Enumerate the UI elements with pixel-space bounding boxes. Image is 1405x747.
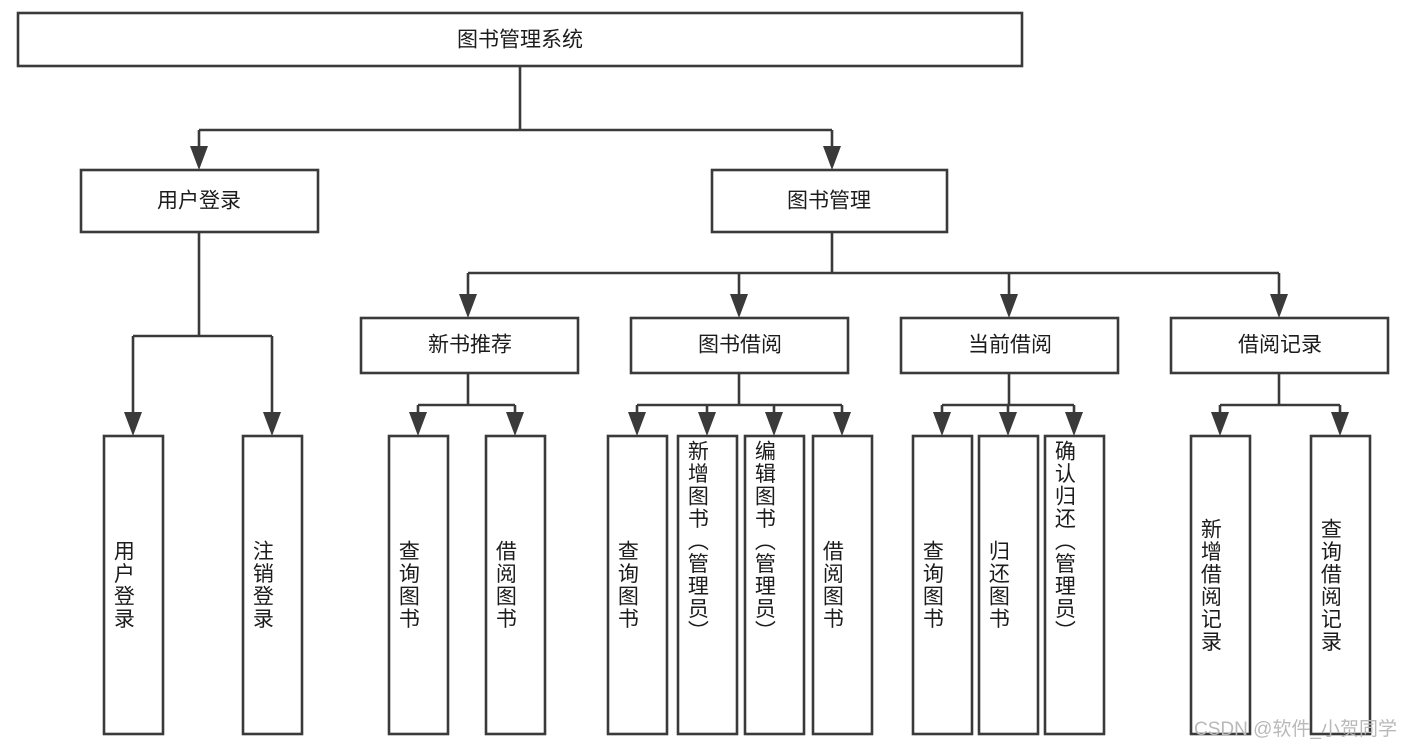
node-root-label: 图书管理系统 bbox=[457, 29, 583, 52]
arrow-head-br-leaf-2 bbox=[1331, 412, 1349, 436]
node-book-borrow-label: 图书借阅 bbox=[698, 334, 782, 357]
node-leaf-logout-box[interactable] bbox=[241, 434, 304, 736]
arrow-head-bb-leaf-2 bbox=[698, 412, 716, 436]
node-borrow-record-box[interactable] bbox=[1169, 316, 1390, 375]
node-leaf-br-query-box[interactable] bbox=[1309, 434, 1372, 736]
node-book-borrow-box[interactable] bbox=[629, 316, 850, 375]
arrow-head-br-leaf-1 bbox=[1211, 412, 1229, 436]
nodes-group: 图书管理系统 用户登录 图书管理 新书推荐 图书借阅 当前借阅 借阅记录 bbox=[16, 11, 1390, 736]
node-leaf-bb-query-box[interactable] bbox=[606, 434, 669, 736]
arrow-head-new-book bbox=[459, 294, 477, 318]
arrow-head-book-manage bbox=[823, 146, 841, 170]
node-root-box[interactable] bbox=[16, 11, 1024, 68]
arrow-head-book-borrow bbox=[730, 294, 748, 318]
arrow-head-borrow-record bbox=[1270, 294, 1288, 318]
node-leaf-bb-add-box[interactable] bbox=[676, 434, 739, 736]
arrow-head-user-login bbox=[190, 146, 208, 170]
node-leaf-cb-confirm-box[interactable] bbox=[1043, 434, 1106, 736]
node-leaf-cb-query-box[interactable] bbox=[911, 434, 974, 736]
node-leaf-nb-borrow-box[interactable] bbox=[484, 434, 547, 736]
node-current-borrow-label: 当前借阅 bbox=[968, 334, 1052, 357]
arrow-head-cb-leaf-1 bbox=[933, 412, 951, 436]
node-current-borrow-box[interactable] bbox=[899, 316, 1120, 375]
arrow-head-leaf-logout bbox=[263, 412, 281, 436]
node-new-book-label: 新书推荐 bbox=[428, 334, 512, 357]
arrow-head-nb-leaf-2 bbox=[506, 412, 524, 436]
node-leaf-bb-borrow-box[interactable] bbox=[811, 434, 874, 736]
node-new-book-box[interactable] bbox=[359, 316, 580, 375]
arrow-head-nb-leaf-1 bbox=[409, 412, 427, 436]
node-leaf-cb-return-box[interactable] bbox=[977, 434, 1040, 736]
arrow-head-leaf-user-login bbox=[124, 412, 142, 436]
node-book-manage-label: 图书管理 bbox=[787, 190, 871, 213]
node-leaf-user-login-box[interactable] bbox=[102, 434, 165, 736]
arrow-head-cb-leaf-2 bbox=[999, 412, 1017, 436]
node-leaf-bb-edit-box[interactable] bbox=[743, 434, 806, 736]
node-borrow-record-label: 借阅记录 bbox=[1238, 334, 1322, 357]
arrow-head-current-borrow bbox=[1000, 294, 1018, 318]
node-book-manage-box[interactable] bbox=[710, 168, 949, 234]
arrow-head-bb-leaf-4 bbox=[833, 412, 851, 436]
csdn-watermark: CSDN @软件_小贺同学 bbox=[1194, 719, 1397, 740]
arrow-head-bb-leaf-1 bbox=[628, 412, 646, 436]
node-user-login-box[interactable] bbox=[79, 168, 320, 234]
arrow-head-bb-leaf-3 bbox=[765, 412, 783, 436]
node-leaf-nb-query-box[interactable] bbox=[387, 434, 450, 736]
connectors-group bbox=[124, 66, 1349, 436]
arrow-head-cb-leaf-3 bbox=[1065, 412, 1083, 436]
node-user-login-label: 用户登录 bbox=[157, 190, 241, 213]
node-leaf-br-add-box[interactable] bbox=[1189, 434, 1252, 736]
